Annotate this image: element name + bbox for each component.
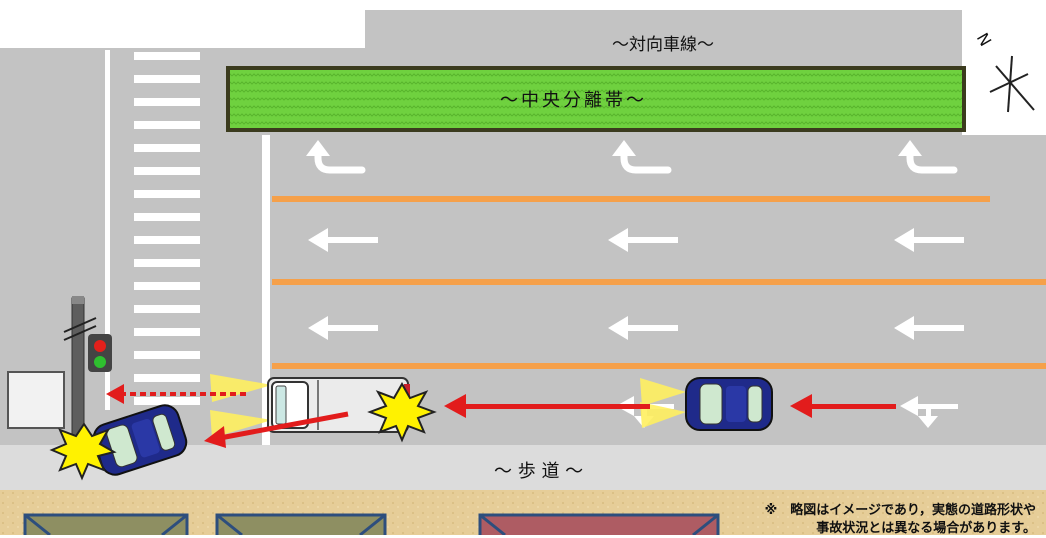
car-right (685, 377, 773, 431)
building (23, 513, 720, 535)
car-left (92, 404, 188, 476)
note-line-1: ※ 略図はイメージであり，実態の道路形状や (764, 503, 1036, 518)
median-strip (226, 66, 966, 132)
median-label: ～中央分離帯～ (500, 90, 647, 111)
north-box (962, 0, 1046, 135)
crash-path-arrow (106, 384, 896, 448)
lane-line-3 (272, 363, 1046, 369)
disclaimer-note: ※ 略図はイメージであり，実態の道路形状や 事故状況とは異なる場合があります。 (765, 502, 1036, 538)
title-box (0, 0, 365, 48)
oncoming-lane (365, 10, 965, 68)
side-road-box (7, 371, 65, 429)
crosswalk-line-left (105, 50, 110, 410)
stop-line (262, 135, 270, 445)
lane-arrow (308, 228, 964, 340)
note-line-2: 事故状況とは異なる場合があります。 (816, 521, 1036, 536)
crosswalk-stripes (134, 52, 200, 405)
uturn-arrow (314, 146, 958, 174)
lane-line-2 (272, 279, 1046, 285)
north-arrow-icon (989, 55, 1035, 113)
uturn-arrowhead (306, 140, 922, 156)
sidewalk-label: ～ 歩 道 ～ (494, 461, 584, 482)
lane-line-1 (272, 196, 990, 202)
collision-burst (49, 381, 437, 481)
oncoming-lane-label: ～対向車線～ (612, 35, 714, 55)
